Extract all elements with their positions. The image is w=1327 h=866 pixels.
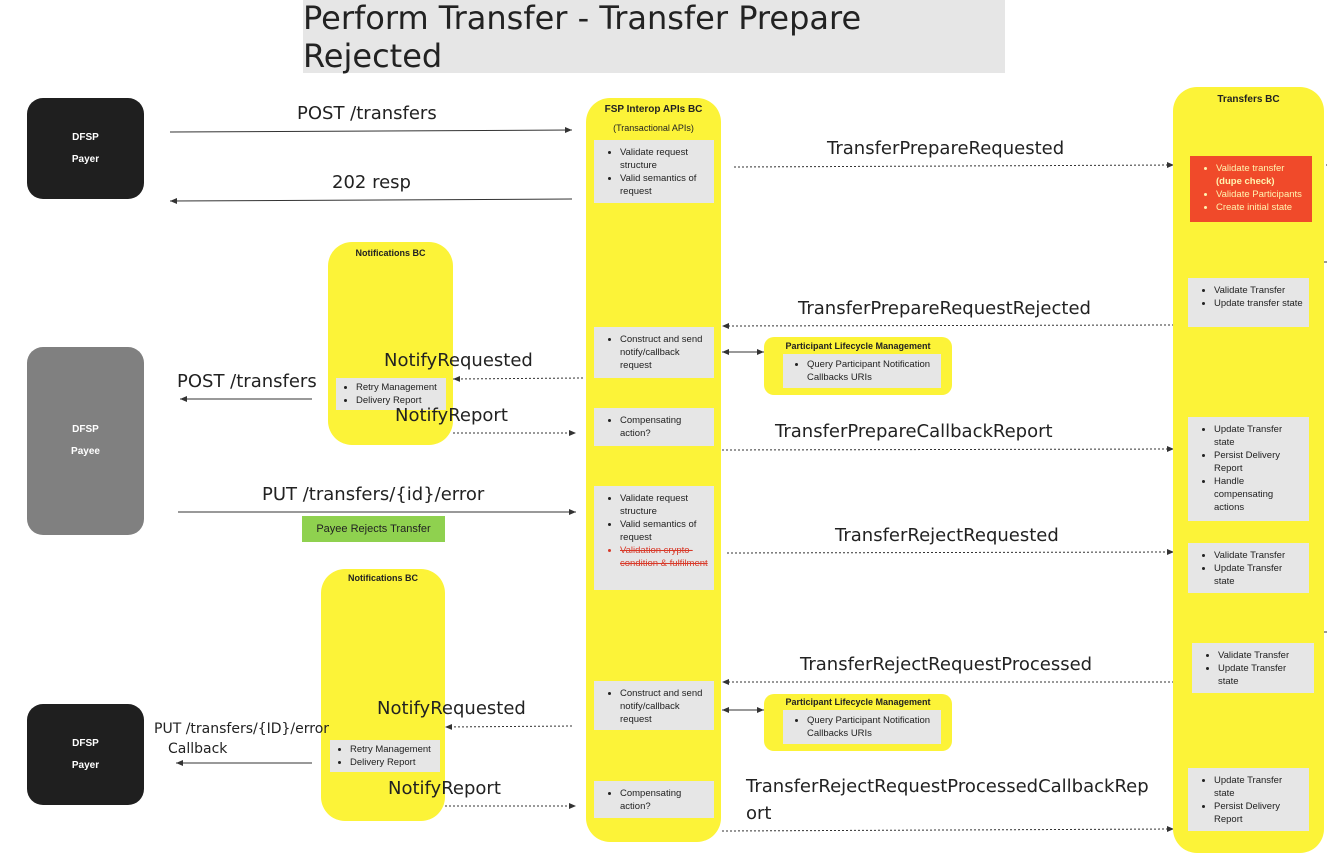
arrow-post-transfers <box>169 127 573 134</box>
actor-payer2-line2: Payer <box>71 759 100 771</box>
dupe-check-note: (dupe check) <box>1216 176 1275 187</box>
transfers-card-validate-reject: Validate Transfer Update Transfer state <box>1188 543 1309 593</box>
list-item: Query Participant Notification Callbacks… <box>807 714 937 740</box>
label-post-transfers: POST /transfers <box>297 103 437 124</box>
transfers-card-validate-processed: Validate Transfer Update Transfer state <box>1192 643 1314 693</box>
actor-dfsp-payer: DFSP Payer <box>27 98 144 199</box>
label-put-error-callback-line1: PUT /transfers/{ID}/error <box>154 721 330 737</box>
actor-payer-line1: DFSP <box>72 131 99 143</box>
arrow-processed-callback-report <box>721 826 1175 833</box>
fsp-card-construct-notify: Construct and send notify/callback reque… <box>594 327 714 378</box>
list-item: Validate Transfer <box>1214 549 1303 562</box>
list-item: Retry Management <box>350 743 436 756</box>
label-transfer-prepare-requested: TransferPrepareRequested <box>827 138 1065 159</box>
transfers-card-persist-report-2: Update Transfer state Persist Delivery R… <box>1188 768 1309 831</box>
list-item: Query Participant Notification Callbacks… <box>807 358 937 384</box>
transfers-card-validate-transfer: Validate transfer (dupe check) Validate P… <box>1190 156 1312 222</box>
label-put-error: PUT /transfers/{id}/error <box>262 484 485 505</box>
arrow-notify-requested-1 <box>452 375 584 382</box>
payee-rejects-note: Payee Rejects Transfer <box>302 516 445 542</box>
list-item: Construct and send notify/callback reque… <box>620 687 708 726</box>
list-item: Handle compensating actions <box>1214 475 1303 514</box>
list-item: Compensating action? <box>620 787 708 813</box>
lane-fsp-interop-apis: FSP Interop APIs BC (Transactional APIs) <box>586 98 721 842</box>
label-202-resp: 202 resp <box>332 172 411 193</box>
actor-dfsp-payer-callback: DFSP Payer <box>27 704 144 805</box>
list-item: Update transfer state <box>1214 297 1303 310</box>
actor-dfsp-payee: DFSP Payee <box>27 347 144 535</box>
list-item: Validate request structure <box>620 492 708 518</box>
fsp-card-compensating-2: Compensating action? <box>594 781 714 818</box>
list-item: Delivery Report <box>350 756 436 769</box>
fsp-card-validate-put-error: Validate request structure Valid semanti… <box>594 486 714 590</box>
label-transfer-prepare-request-rejected: TransferPrepareRequestRejected <box>798 298 1091 319</box>
label-transfer-prepare-callback-report: TransferPrepareCallbackReport <box>775 421 1053 442</box>
arrow-notify-requested-2 <box>444 723 573 730</box>
notifications-top-title: Notifications BC <box>355 248 426 258</box>
actor-payer-line2: Payer <box>71 153 100 165</box>
struck-list-item: Validation crypto-condition & fulfilment <box>620 544 708 570</box>
diagram-title: Perform Transfer - Transfer Prepare Reje… <box>303 0 1005 75</box>
notifications-bottom-title: Notifications BC <box>347 573 418 583</box>
label-put-error-callback-line2: Callback <box>168 741 228 757</box>
list-item: Delivery Report <box>356 394 442 407</box>
list-item: Update Transfer state <box>1218 662 1308 688</box>
list-item: Update Transfer state <box>1214 423 1303 449</box>
list-item: Persist Delivery Report <box>1214 800 1303 826</box>
label-processed-callback-report-line1: TransferRejectRequestProcessedCallbackRe… <box>746 776 1149 797</box>
arrow-transfer-prepare-requested <box>733 162 1175 169</box>
fsp-card-validate-request: Validate request structure Valid semanti… <box>594 140 714 203</box>
list-item: Update Transfer state <box>1214 562 1303 588</box>
plm-bottom-title: Participant Lifecycle Management <box>785 697 931 707</box>
list-item: Validate transfer (dupe check) <box>1216 162 1306 188</box>
list-item: Valid semantics of request <box>620 518 708 544</box>
list-item: Compensating action? <box>620 414 708 440</box>
lane-fsp-subtitle: (Transactional APIs) <box>613 123 694 133</box>
list-item: Validate request structure <box>620 146 708 172</box>
fsp-card-compensating: Compensating action? <box>594 408 714 446</box>
list-item: Update Transfer state <box>1214 774 1303 800</box>
plm-bottom-card: Query Participant Notification Callbacks… <box>783 710 941 744</box>
label-notify-report-2: NotifyReport <box>388 778 501 799</box>
list-item: Valid semantics of request <box>620 172 708 198</box>
actor-payee-line2: Payee <box>71 446 100 457</box>
transfers-card-persist-report: Update Transfer state Persist Delivery R… <box>1188 417 1309 521</box>
plm-top-title: Participant Lifecycle Management <box>785 341 931 351</box>
actor-payee-line1: DFSP <box>72 424 99 435</box>
label-notify-report-1: NotifyReport <box>395 405 508 426</box>
label-notify-requested-1: NotifyRequested <box>384 350 533 371</box>
arrow-prepare-request-rejected <box>721 322 1175 329</box>
label-notify-requested-2: NotifyRequested <box>377 698 526 719</box>
arrow-prepare-callback-report <box>721 446 1175 453</box>
arrow-reject-requested <box>726 549 1175 556</box>
arrow-202-resp <box>169 197 573 204</box>
label-transfer-reject-requested: TransferRejectRequested <box>835 525 1059 546</box>
lane-fsp-title: FSP Interop APIs BC <box>604 104 703 115</box>
label-transfer-reject-request-processed: TransferRejectRequestProcessed <box>800 654 1093 675</box>
label-processed-callback-report-line2: ort <box>746 803 772 824</box>
list-item: Persist Delivery Report <box>1214 449 1303 475</box>
notifications-top-card: Retry Management Delivery Report <box>336 378 446 410</box>
list-item: Construct and send notify/callback reque… <box>620 333 708 372</box>
lane-transfers-title: Transfers BC <box>1217 94 1280 105</box>
lane-notifications-top: Notifications BC <box>328 242 453 445</box>
list-item: Validate Transfer <box>1218 649 1308 662</box>
actor-payer2-line1: DFSP <box>72 737 99 749</box>
lane-notifications-bottom: Notifications BC <box>321 569 445 821</box>
notifications-bottom-card: Retry Management Delivery Report <box>330 740 440 772</box>
list-item: Retry Management <box>356 381 442 394</box>
list-item: Validate Transfer <box>1214 284 1303 297</box>
transfers-card-validate-update: Validate Transfer Update transfer state <box>1188 278 1309 327</box>
fsp-card-construct-notify-2: Construct and send notify/callback reque… <box>594 681 714 730</box>
list-item: Validate Participants <box>1216 188 1306 201</box>
list-item-text: Validate transfer <box>1216 163 1285 174</box>
list-item: Create initial state <box>1216 201 1306 214</box>
plm-top-card: Query Participant Notification Callbacks… <box>783 354 941 388</box>
label-post-transfers-payee: POST /transfers <box>177 371 317 392</box>
